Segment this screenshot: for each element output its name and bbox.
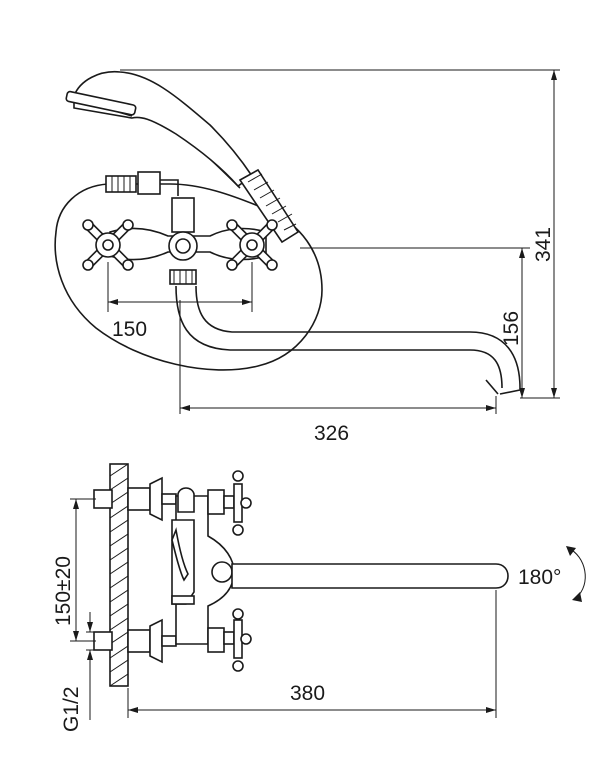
right-handle-cross [226, 219, 278, 271]
dim-spout-reach-label: 326 [314, 422, 349, 445]
top-view: 150 156 341 326 [54, 69, 560, 445]
dim-center-distance-label: 150±20 [52, 556, 75, 626]
spout-top-view [175, 285, 503, 389]
left-handle-cross [82, 219, 134, 271]
dim-spout-height-label: 156 [500, 311, 523, 346]
mixer-body [109, 197, 267, 285]
dim-center-distance: 150±20 [52, 498, 96, 642]
lower-connector [93, 618, 177, 664]
rotation-arrow: 180° [518, 546, 586, 602]
upper-handle-side [223, 470, 252, 536]
dim-spout-length: 380 [127, 590, 497, 718]
dim-spout-height: 156 [300, 247, 530, 399]
dim-handle-spacing-label: 150 [112, 318, 147, 341]
side-view: 180° 150±20 G1/2 380 [52, 463, 586, 732]
dim-spout-reach: 326 [179, 300, 497, 445]
hand-shower [65, 71, 254, 188]
diverter-lever [171, 487, 195, 605]
dim-spout-length-label: 380 [290, 682, 325, 705]
shower-connector [105, 171, 179, 196]
dim-total-height-label: 341 [532, 227, 555, 262]
lower-handle-side [223, 608, 252, 672]
dim-thread-label: G1/2 [60, 686, 83, 732]
dim-thread: G1/2 [60, 612, 96, 732]
spout-side-view [231, 563, 509, 589]
dim-rotation-label: 180° [518, 566, 561, 589]
wall-section [109, 463, 129, 687]
upper-connector [93, 476, 177, 522]
dim-total-height: 341 [120, 69, 560, 399]
